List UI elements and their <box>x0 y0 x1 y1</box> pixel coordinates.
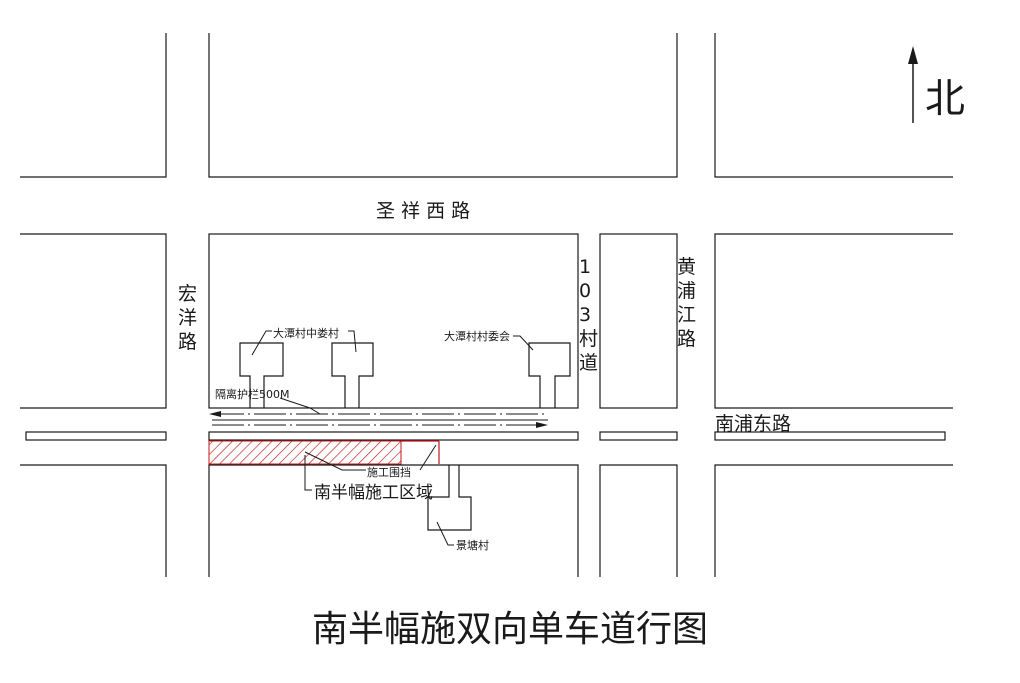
label-dt-zhonglou: 大潭村中娄村 <box>273 326 339 340</box>
block-bottom-left <box>20 464 167 577</box>
leader-fence-right <box>419 444 437 471</box>
road-label-hongyang: 宏洋路 <box>178 283 197 353</box>
median-strip-1 <box>25 431 167 441</box>
leader-jingtang <box>436 521 454 546</box>
median-strip-4 <box>714 431 946 441</box>
building-1 <box>239 342 284 408</box>
lane-eastbound <box>212 422 548 428</box>
leader-fence <box>304 451 366 471</box>
road-label-huangpujiang: 黄浦江路 <box>677 256 696 350</box>
north-arrow-icon <box>908 46 918 123</box>
block-bottom-east-small <box>599 464 678 577</box>
label-construction-zone: 南半幅施工区域 <box>314 483 433 503</box>
road-label-nanpu-east: 南浦东路 <box>715 413 791 435</box>
lane-westbound <box>209 411 548 417</box>
page-title: 南半幅施双向单车道行图 <box>312 609 708 650</box>
building-committee <box>528 342 571 408</box>
block-top-left <box>20 33 167 178</box>
median-strip-2 <box>208 431 579 441</box>
median-strip-3 <box>599 431 678 441</box>
building-jingtang <box>427 465 472 531</box>
block-mid-east-small <box>599 233 678 409</box>
leader-zhonglou-1 <box>251 330 272 356</box>
leader-committee <box>513 335 534 351</box>
block-bottom-center <box>208 464 579 577</box>
label-jingtang: 景塘村 <box>456 538 489 552</box>
block-top-right <box>714 33 953 178</box>
leader-barrier <box>279 397 321 415</box>
block-mid-left <box>20 233 167 409</box>
block-top-center <box>208 33 678 178</box>
label-fence: 施工围挡 <box>367 465 411 479</box>
block-mid-right <box>714 233 953 409</box>
label-dt-committee: 大潭村村委会 <box>444 329 510 343</box>
label-barrier: 隔离护栏500M <box>215 387 290 401</box>
leader-zhonglou-2 <box>348 330 357 353</box>
block-mid-center <box>208 233 579 409</box>
building-2 <box>331 342 374 408</box>
leader-zone <box>304 455 312 491</box>
north-label: 北 <box>925 76 965 122</box>
block-bottom-right <box>714 464 953 577</box>
road-label-shengxiang-west: 圣 祥 西 路 <box>376 200 470 222</box>
